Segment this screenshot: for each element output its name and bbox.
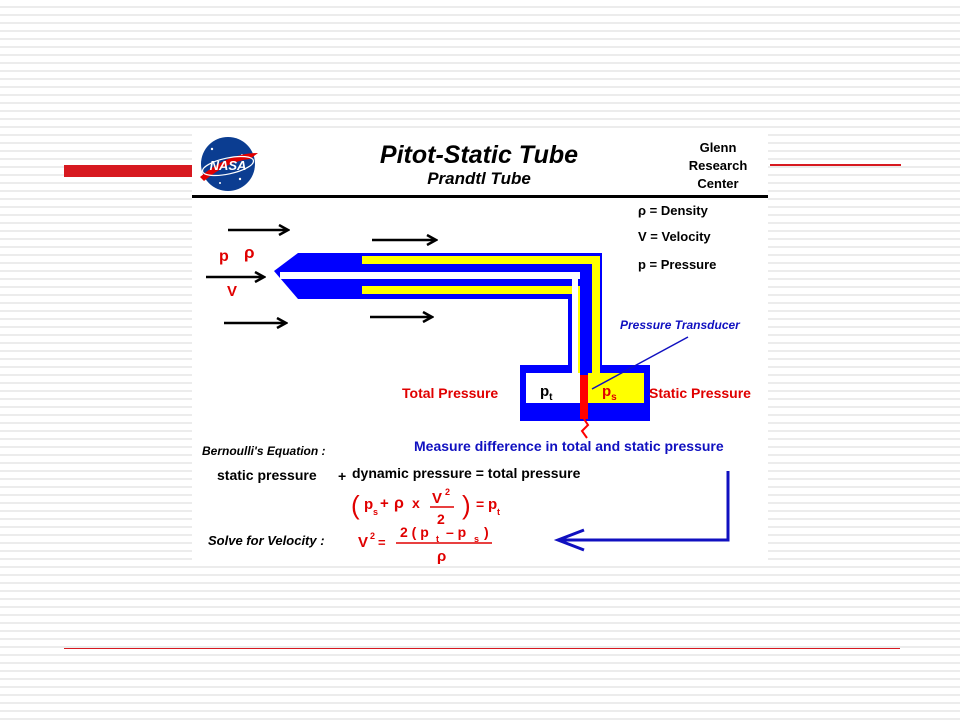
header-divider bbox=[192, 195, 768, 198]
pressure-transducer bbox=[580, 375, 588, 419]
svg-text:t: t bbox=[436, 534, 439, 544]
bernoulli-label: Bernoulli's Equation : bbox=[202, 444, 326, 458]
svg-text:s: s bbox=[373, 507, 378, 517]
org-line-2: Research bbox=[689, 158, 748, 173]
legend-pressure: p = Pressure bbox=[638, 257, 716, 272]
pitot-static-diagram: NASA Pitot-Static Tube Prandtl Tube Glen… bbox=[192, 133, 768, 565]
svg-text:=: = bbox=[476, 496, 484, 512]
ps-label: ps bbox=[602, 383, 617, 403]
svg-text:+: + bbox=[380, 495, 389, 512]
svg-text:2 ( p: 2 ( p bbox=[400, 524, 429, 540]
svg-text:x: x bbox=[412, 495, 420, 511]
org-line-3: Center bbox=[697, 176, 738, 191]
svg-text:s: s bbox=[474, 534, 479, 544]
bernoulli-formula: ( p s + ρ x V 2 2 ) = p t bbox=[351, 487, 500, 527]
svg-text:ρ: ρ bbox=[394, 495, 404, 512]
total-pressure-label: Total Pressure bbox=[402, 385, 498, 401]
svg-text:=: = bbox=[378, 535, 386, 550]
org-line-1: Glenn bbox=[700, 140, 737, 155]
transducer-label: Pressure Transducer bbox=[620, 318, 741, 332]
flow-label-p: p bbox=[219, 248, 229, 265]
solve-label: Solve for Velocity : bbox=[208, 533, 325, 548]
svg-text:V: V bbox=[432, 490, 442, 507]
svg-text:– p: – p bbox=[446, 524, 466, 540]
svg-text:t: t bbox=[497, 507, 500, 517]
svg-text:): ) bbox=[484, 524, 489, 540]
pt-label: pt bbox=[540, 383, 553, 403]
nasa-logo-text: NASA bbox=[210, 158, 247, 173]
legend-velocity: V = Velocity bbox=[638, 229, 711, 244]
measure-difference-text: Measure difference in total and static p… bbox=[414, 438, 724, 454]
slide-accent-line bbox=[770, 164, 901, 166]
diagram-subtitle: Prandtl Tube bbox=[427, 169, 531, 188]
legend-density: ρ = Density bbox=[638, 203, 709, 218]
flow-label-rho: ρ bbox=[244, 243, 255, 262]
plus-sign: + bbox=[338, 468, 346, 484]
total-pressure-chamber bbox=[526, 373, 580, 403]
svg-text:p: p bbox=[364, 496, 373, 513]
static-pressure-term: static pressure bbox=[217, 467, 317, 483]
pitot-tube bbox=[274, 253, 650, 439]
svg-text:(: ( bbox=[351, 490, 360, 520]
svg-text:V: V bbox=[358, 534, 368, 551]
velocity-formula: V 2 = 2 ( p t – p s ) ρ bbox=[358, 524, 492, 565]
static-pressure-chamber bbox=[588, 373, 644, 403]
svg-text:p: p bbox=[488, 496, 497, 513]
svg-text:2: 2 bbox=[445, 487, 450, 497]
flow-label-v: V bbox=[227, 283, 237, 300]
static-pressure-label: Static Pressure bbox=[649, 385, 751, 401]
svg-text:2: 2 bbox=[437, 511, 445, 527]
diagram-title: Pitot-Static Tube bbox=[380, 141, 578, 169]
svg-text:2: 2 bbox=[370, 531, 375, 541]
dynamic-equation: dynamic pressure = total pressure bbox=[352, 465, 581, 481]
svg-text:ρ: ρ bbox=[437, 548, 446, 565]
result-arrow-head bbox=[553, 528, 585, 552]
svg-text:): ) bbox=[462, 490, 471, 520]
transducer-callout bbox=[591, 336, 689, 390]
slide-footer-line bbox=[64, 648, 900, 649]
nasa-logo: NASA bbox=[200, 137, 258, 191]
result-arrow bbox=[560, 471, 730, 542]
slide-accent-bar bbox=[64, 165, 194, 177]
